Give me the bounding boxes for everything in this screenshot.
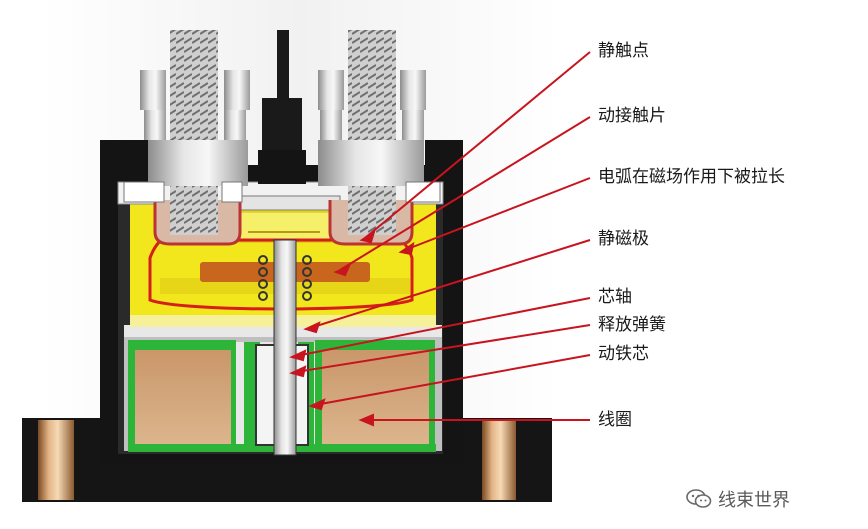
leader-moving-contact <box>339 116 591 271</box>
label-moving-contact: 动接触片 <box>598 106 666 126</box>
label-moving-core: 动铁芯 <box>598 344 649 364</box>
leader-arc <box>404 177 591 251</box>
core-shaft-assembly <box>258 239 312 456</box>
watermark: 线束世界 <box>686 486 790 512</box>
label-release-spring: 释放弹簧 <box>598 315 666 335</box>
right-mount-bushing <box>482 420 516 500</box>
left-mount-bushing <box>38 420 74 500</box>
release-spring <box>258 255 312 301</box>
leader-core-shaft <box>295 297 591 357</box>
leader-static-pole <box>309 239 591 329</box>
left-coil-winding <box>135 350 231 444</box>
watermark-text: 线束世界 <box>718 490 790 511</box>
leader-static-contact <box>364 51 591 239</box>
leader-lines <box>289 51 591 427</box>
label-core-shaft: 芯轴 <box>598 287 632 307</box>
core-shaft <box>273 239 297 456</box>
label-coil: 线圈 <box>598 410 632 430</box>
wechat-icon <box>686 489 712 508</box>
right-terminal-stud <box>318 30 441 235</box>
left-terminal-stud <box>123 30 250 235</box>
center-control-pin <box>258 30 306 184</box>
right-coil-winding <box>322 350 429 444</box>
label-static-contact: 静触点 <box>598 41 649 61</box>
leader-moving-core <box>314 354 591 406</box>
leader-release-spring <box>295 324 591 373</box>
label-static-pole: 静磁极 <box>598 229 649 249</box>
label-arc-elongated: 电弧在磁场作用下被拉长 <box>598 167 785 187</box>
